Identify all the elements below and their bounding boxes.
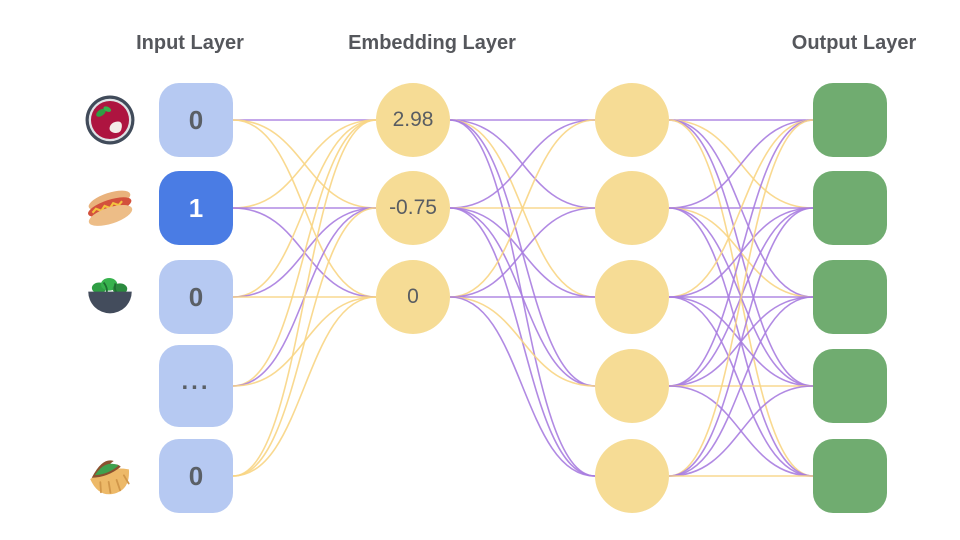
hidden-node xyxy=(595,171,669,245)
edge-yellow xyxy=(668,119,814,477)
input-node: ... xyxy=(159,345,233,427)
hidden-node xyxy=(595,349,669,423)
pita-icon xyxy=(81,447,139,505)
embedding-node: 2.98 xyxy=(376,83,450,157)
soup-icon xyxy=(81,91,139,149)
input-layer-title: Input Layer xyxy=(136,32,244,54)
edge-purple xyxy=(449,207,596,298)
embedding-node: 0 xyxy=(376,260,450,334)
edge-purple xyxy=(668,119,814,209)
embedding-layer-title: Embedding Layer xyxy=(348,32,516,54)
hidden-node xyxy=(595,260,669,334)
output-node xyxy=(813,439,887,513)
edge-purple xyxy=(668,207,814,477)
output-node xyxy=(813,171,887,245)
input-node: 0 xyxy=(159,439,233,513)
output-node xyxy=(813,349,887,423)
edge-purple xyxy=(449,296,596,477)
edge-yellow xyxy=(232,296,377,477)
edge-yellow xyxy=(232,119,377,477)
edge-yellow xyxy=(232,119,377,298)
hidden-node xyxy=(595,83,669,157)
edge-purple xyxy=(668,296,814,477)
hotdog-icon xyxy=(81,179,139,237)
edge-purple xyxy=(449,119,596,209)
edge-yellow xyxy=(232,207,377,477)
embedding-node: -0.75 xyxy=(376,171,450,245)
salad-icon xyxy=(81,268,139,326)
output-node xyxy=(813,260,887,334)
input-node: 1 xyxy=(159,171,233,245)
edge-yellow xyxy=(232,119,377,387)
output-layer-title: Output Layer xyxy=(791,32,917,54)
edge-yellow xyxy=(668,119,814,298)
output-node xyxy=(813,83,887,157)
input-node: 0 xyxy=(159,83,233,157)
input-node: 0 xyxy=(159,260,233,334)
edge-yellow xyxy=(449,119,596,298)
edge-yellow xyxy=(232,119,377,209)
edge-purple xyxy=(668,385,814,477)
hidden-node xyxy=(595,439,669,513)
edge-yellow xyxy=(449,296,596,387)
edge-purple xyxy=(668,119,814,387)
